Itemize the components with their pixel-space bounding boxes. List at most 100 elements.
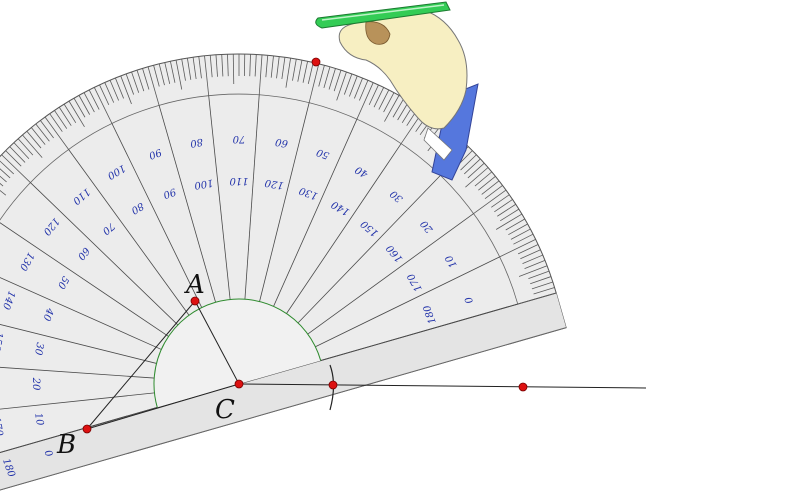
tick-mark <box>175 59 183 90</box>
tick-mark <box>109 80 120 101</box>
tick-mark <box>510 228 531 240</box>
tick-mark <box>384 95 400 122</box>
inner-scale-number: 20 <box>30 377 41 391</box>
tick-mark <box>463 158 481 175</box>
protractor-straight-edge <box>0 327 567 491</box>
inner-scale-number: 90 <box>161 185 177 200</box>
tick-mark <box>302 61 309 83</box>
radial-line <box>111 123 203 308</box>
tick-mark <box>204 55 210 96</box>
tick-mark <box>358 80 369 101</box>
radial-line <box>259 102 310 302</box>
label-c: C <box>215 395 235 425</box>
point-c[interactable] <box>234 379 244 389</box>
radial-line <box>273 118 358 307</box>
tick-mark <box>0 189 7 196</box>
construction-lines <box>86 300 647 430</box>
tick-mark <box>153 65 160 87</box>
tick-mark <box>356 82 374 120</box>
tick-mark <box>0 160 15 175</box>
tick-mark <box>270 55 274 78</box>
hand-with-pencil-icon[interactable] <box>315 1 479 181</box>
tick-mark <box>524 260 546 269</box>
tick-mark <box>131 71 140 93</box>
tick-mark <box>44 116 69 150</box>
tick-mark <box>254 54 257 77</box>
outer-scale-number: 150 <box>0 331 4 352</box>
tick-mark <box>169 61 176 83</box>
radial-line <box>30 182 179 326</box>
tick-mark <box>392 98 405 118</box>
tick-mark <box>0 175 7 183</box>
tick-mark <box>125 73 135 95</box>
inner-scale-number: 40 <box>40 306 55 323</box>
tick-mark <box>49 113 63 132</box>
tick-mark <box>26 130 42 149</box>
tick-mark <box>307 62 314 84</box>
outer-scale-number: 80 <box>189 136 204 149</box>
tick-mark <box>83 92 95 113</box>
tick-mark <box>508 223 528 236</box>
radial-line <box>0 323 157 364</box>
tick-mark <box>164 62 171 84</box>
tick-mark <box>31 127 46 145</box>
tick-mark <box>1 154 31 183</box>
tick-mark <box>520 249 541 260</box>
outer-scale-number: 0 <box>463 295 476 305</box>
point-a[interactable] <box>190 296 200 306</box>
tick-mark <box>99 84 110 106</box>
tick-mark <box>104 82 115 103</box>
tick-mark <box>522 254 543 265</box>
radial-line <box>315 256 500 348</box>
tick-mark <box>465 167 489 188</box>
tick-mark <box>5 150 22 167</box>
construction-points <box>82 57 528 434</box>
tick-mark <box>473 189 507 214</box>
protractor-radial-lines <box>0 94 518 453</box>
tick-mark <box>63 103 77 124</box>
outer-scale-number: 70 <box>232 133 245 144</box>
point-arc-intersection[interactable] <box>328 380 338 390</box>
outer-scale-number: 50 <box>315 146 331 161</box>
tick-mark <box>136 70 145 92</box>
tick-mark <box>499 208 520 222</box>
tick-mark <box>292 58 297 81</box>
tick-mark <box>276 56 280 79</box>
tick-mark <box>285 57 292 88</box>
point-b[interactable] <box>82 424 92 434</box>
tick-mark <box>528 270 550 280</box>
tick-mark <box>517 292 557 305</box>
inner-scale-number: 110 <box>229 175 249 186</box>
tick-mark <box>383 92 395 113</box>
tick-mark <box>0 168 11 179</box>
tick-mark <box>13 142 30 160</box>
tick-mark <box>158 63 165 86</box>
tick-mark <box>198 56 202 79</box>
tick-mark <box>73 98 86 118</box>
radial-line <box>68 149 190 316</box>
cuff-icon <box>423 127 453 161</box>
radial-line <box>0 366 155 379</box>
tick-mark <box>460 154 477 171</box>
tick-mark <box>221 54 224 77</box>
tick-mark <box>349 75 358 97</box>
point-protractor-handle[interactable] <box>311 57 321 67</box>
protractor-base-strip <box>0 293 567 490</box>
tick-mark <box>373 87 385 108</box>
point-ray-end[interactable] <box>518 382 528 392</box>
tick-mark <box>333 70 342 92</box>
tick-mark <box>192 57 197 80</box>
inner-scale-number: 100 <box>193 177 214 191</box>
tick-mark <box>368 84 379 106</box>
radial-line <box>0 222 169 337</box>
tick-mark <box>181 58 186 81</box>
inner-scale-number: 0 <box>42 449 55 459</box>
tick-mark <box>494 199 513 213</box>
protractor[interactable]: 0102030405060708090100110120130140150160… <box>0 53 567 492</box>
radial-line <box>244 94 260 300</box>
tick-mark <box>281 57 286 80</box>
protractor-center-arc <box>153 298 322 408</box>
tick-mark <box>93 87 113 124</box>
tick-mark <box>209 55 213 78</box>
tick-mark <box>318 65 325 87</box>
